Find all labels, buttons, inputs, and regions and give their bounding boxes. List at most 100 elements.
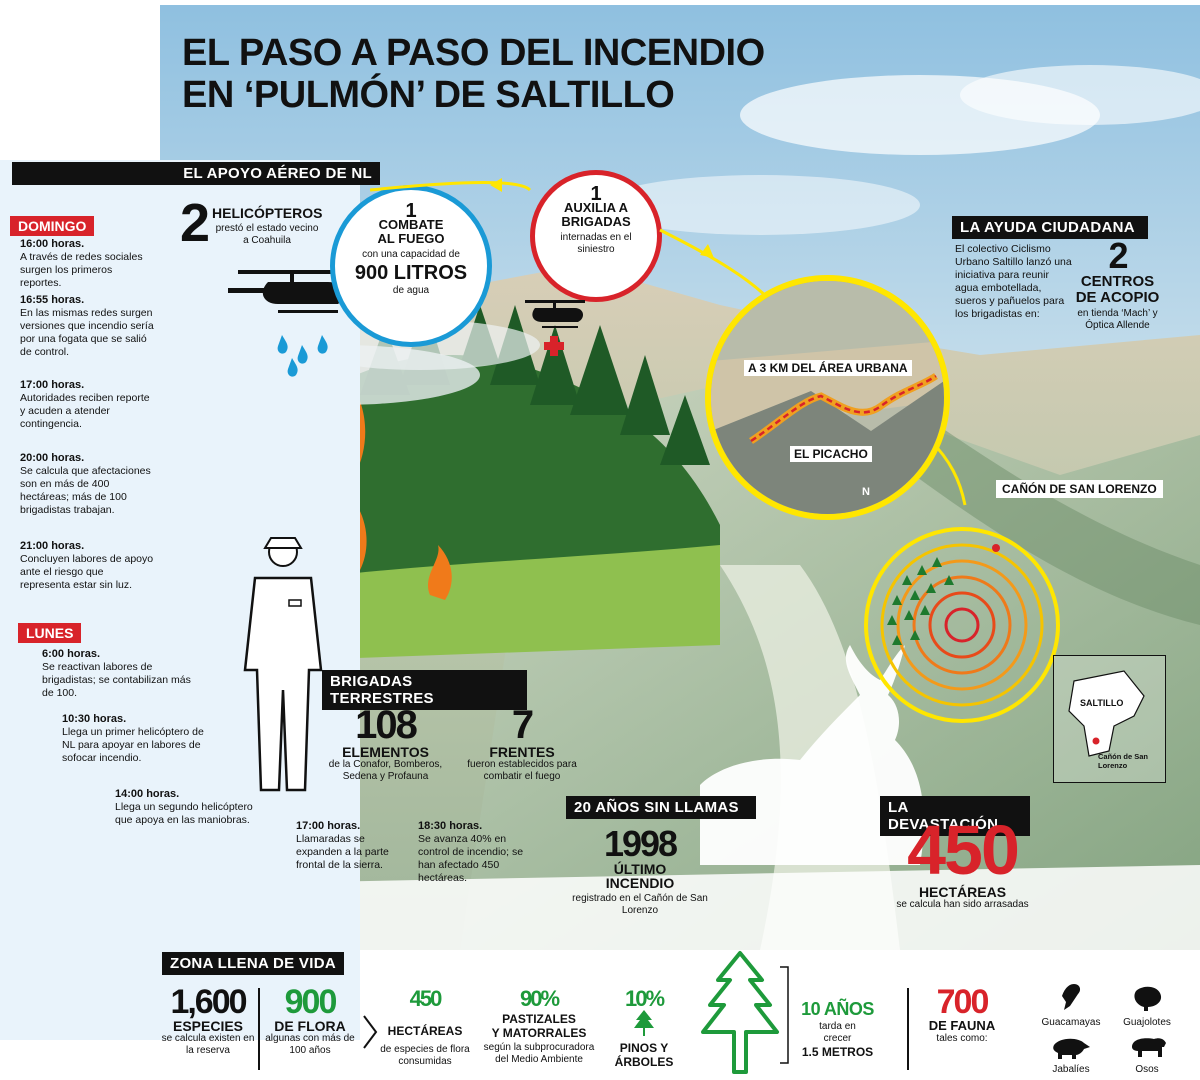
timeline-text: Se avanza 40% en control de incendio; se… bbox=[418, 833, 524, 884]
especies-num: 1,600 bbox=[170, 983, 247, 1021]
timeline-time: 21:00 horas. bbox=[20, 540, 85, 552]
timeline-entry: 10:30 horas.Llega un primer helicóptero … bbox=[62, 713, 207, 765]
timeline-time: 20:00 horas. bbox=[20, 452, 85, 464]
combat-capacity: 900 LITROS bbox=[354, 262, 468, 284]
flora-note: algunas con más de 100 años bbox=[265, 1033, 355, 1056]
acopio-label-1: CENTROS bbox=[1080, 273, 1155, 290]
combat-title-1: COMBATE bbox=[378, 217, 444, 232]
devastated-note: se calcula han sido arrasadas bbox=[896, 899, 1029, 910]
timeline-text: A través de redes sociales surgen los pr… bbox=[20, 251, 143, 289]
timeline-text: Llamaradas se expanden a la parte fronta… bbox=[296, 833, 389, 871]
frentes-block: 7 FRENTES fueron establecidos para comba… bbox=[462, 705, 582, 783]
pastizales-num: 90% bbox=[519, 986, 560, 1011]
firefighter-illustration bbox=[243, 537, 323, 792]
acopio-label-2: DE ACOPIO bbox=[1075, 289, 1160, 306]
helicopter-medical-icon bbox=[525, 300, 585, 356]
pastizales-label-1: PASTIZALES bbox=[502, 1012, 576, 1026]
hectareas-flora-note: de especies de flora consumidas bbox=[380, 1044, 470, 1067]
flora-block: 900 DE FLORA algunas con más de 100 años bbox=[262, 985, 358, 1057]
fire-zone-target bbox=[864, 527, 1060, 723]
fauna-num: 700 bbox=[936, 983, 990, 1021]
inset-place-label: Cañón de San Lorenzo bbox=[1098, 752, 1149, 770]
timeline-text: Se calcula que afectaciones son en más d… bbox=[20, 465, 151, 516]
assist-note: internadas en el siniestro bbox=[560, 232, 632, 255]
last-fire-label-2: INCENDIO bbox=[605, 875, 675, 891]
animal-label: Guajolotes bbox=[1123, 1017, 1171, 1028]
especies-block: 1,600 ESPECIES se calcula existen en la … bbox=[160, 985, 256, 1057]
fauna-note: tales como: bbox=[936, 1033, 988, 1044]
timeline-entry: 16:00 horas.A través de redes sociales s… bbox=[20, 238, 155, 290]
growth-years: 10 AÑOS bbox=[801, 999, 874, 1019]
terrain-map bbox=[711, 281, 944, 514]
last-fire-label-1: ÚLTIMO bbox=[613, 861, 667, 877]
combat-title-2: AL FUEGO bbox=[377, 231, 445, 246]
timeline-entry: 17:00 horas.Llamaradas se expanden a la … bbox=[296, 820, 411, 872]
big-pine-icon bbox=[701, 951, 779, 1074]
last-fire-note: registrado en el Cañón de San Lorenzo bbox=[572, 893, 708, 916]
acopio-note: en tienda ‘Mach’ y Óptica Allende bbox=[1077, 308, 1158, 331]
divider bbox=[907, 988, 909, 1070]
combat-unit: de agua bbox=[392, 285, 430, 296]
timeline-entry: 18:30 horas.Se avanza 40% en control de … bbox=[418, 820, 538, 885]
inset-map-shape bbox=[1068, 670, 1145, 757]
acopio-num: 2 bbox=[1108, 235, 1128, 276]
inset-city-label: SALTILLO bbox=[1080, 698, 1124, 708]
map-label-picacho: EL PICACHO bbox=[790, 446, 872, 462]
combat-note: con una capacidad de bbox=[362, 249, 460, 260]
timeline-time: 18:30 horas. bbox=[418, 820, 483, 832]
flora-num: 900 bbox=[284, 983, 338, 1021]
elementos-num: 108 bbox=[355, 703, 418, 747]
title-line-2: EN ‘PULMÓN’ DE SALTILLO bbox=[182, 74, 675, 116]
timeline-text: Autoridades reciben reporte y acuden a a… bbox=[20, 392, 150, 430]
assist-title-1: AUXILIA A bbox=[563, 200, 629, 215]
pinos-label-2: ÁRBOLES bbox=[614, 1055, 674, 1069]
aerial-support-header: EL APOYO AÉREO DE NL bbox=[12, 162, 380, 185]
ciudadana-header: LA AYUDA CIUDADANA bbox=[952, 216, 1148, 239]
timeline-time: 16:55 horas. bbox=[20, 294, 85, 306]
hectareas-flora-num: 450 bbox=[409, 986, 443, 1011]
timeline-text: Concluyen labores de apoyo ante el riesg… bbox=[20, 553, 154, 591]
day-tag-domingo: DOMINGO bbox=[10, 216, 95, 236]
timeline-text: Se reactivan labores de brigadistas; se … bbox=[42, 661, 191, 699]
pinos-label-1: PINOS Y bbox=[619, 1041, 669, 1055]
hectareas-flora-label: HECTÁREAS bbox=[387, 1024, 463, 1038]
day-tag-lunes: LUNES bbox=[18, 623, 82, 643]
animal-label: Jabalíes bbox=[1052, 1064, 1090, 1075]
devastated-label: HECTÁREAS bbox=[918, 884, 1007, 900]
fauna-label: DE FAUNA bbox=[928, 1018, 996, 1033]
combat-fire-circle: 1 COMBATE AL FUEGO con una capacidad de … bbox=[330, 185, 492, 347]
combat-num: 1 bbox=[405, 200, 417, 222]
timeline-text: Llega un segundo helicóptero que apoya e… bbox=[115, 801, 253, 826]
brigadas-header: BRIGADAS TERRESTRES bbox=[322, 670, 527, 710]
water-drops-icon bbox=[277, 335, 328, 377]
frentes-num: 7 bbox=[511, 703, 534, 747]
assist-num: 1 bbox=[590, 183, 602, 205]
pinos-block: 10% PINOS Y ÁRBOLES bbox=[604, 986, 684, 1070]
pastizales-label-2: Y MATORRALES bbox=[491, 1026, 587, 1040]
last-fire-year: 1998 bbox=[603, 823, 678, 864]
timeline-entry: 16:55 horas.En las mismas redes surgen v… bbox=[20, 294, 155, 359]
animal-label: Osos bbox=[1135, 1064, 1159, 1075]
timeline-entry: 21:00 horas.Concluyen labores de apoyo a… bbox=[20, 540, 155, 592]
pinos-num: 10% bbox=[624, 986, 665, 1011]
elementos-note: de la Conafor, Bomberos, Sedena y Profau… bbox=[328, 759, 443, 782]
inset-map: SALTILLO Cañón de San Lorenzo bbox=[1053, 655, 1166, 783]
devastacion-header: LA DEVASTACIÓN bbox=[880, 796, 1030, 836]
timeline-time: 14:00 horas. bbox=[115, 788, 180, 800]
sin-llamas-block: 1998 ÚLTIMO INCENDIO registrado en el Ca… bbox=[570, 826, 710, 917]
timeline-entry: 20:00 horas.Se calcula que afectaciones … bbox=[20, 452, 155, 517]
timeline-text: En las mismas redes surgen versiones que… bbox=[20, 307, 154, 358]
timeline-entry: 6:00 horas.Se reactivan labores de briga… bbox=[42, 648, 192, 700]
timeline-time: 17:00 horas. bbox=[20, 379, 85, 391]
bear-icon bbox=[1132, 1038, 1166, 1057]
hectareas-flora-block: 450 HECTÁREAS de especies de flora consu… bbox=[380, 988, 470, 1068]
especies-note: se calcula existen en la reserva bbox=[161, 1033, 255, 1056]
helicopters-note: prestó el estado vecino a Coahuila bbox=[215, 223, 319, 246]
growth-block: 10 AÑOS tarda en crecer 1.5 METROS bbox=[795, 1000, 880, 1059]
growth-value: 1.5 METROS bbox=[801, 1045, 874, 1059]
assist-title-2: BRIGADAS bbox=[561, 214, 631, 229]
sin-llamas-header: 20 AÑOS SIN LLAMAS bbox=[566, 796, 756, 819]
bracket-arrow-icon bbox=[363, 1015, 378, 1049]
boar-icon bbox=[1053, 1038, 1090, 1059]
terrain-map-circle bbox=[705, 275, 950, 520]
